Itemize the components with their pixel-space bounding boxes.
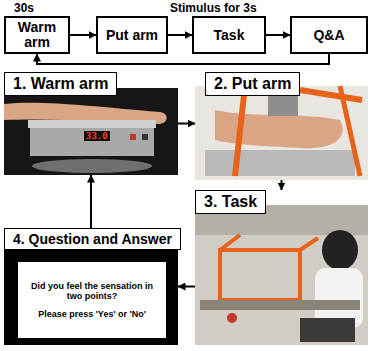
photo-panel: 1. Warm arm [4,72,178,175]
dialog-text: Did you feel the sensation in two points… [26,281,158,301]
process-box: Q&A [290,16,368,54]
time-label: Stimulus for 3s [170,1,257,15]
process-box: Task [192,16,266,54]
process-box: Put arm [96,16,168,54]
panel-heading: 2. Put arm [205,72,300,96]
time-label: 30s [14,1,34,15]
display-reading: 33.0 [84,131,110,141]
box-label: Q&A [313,28,344,43]
panel-heading: 4. Question and Answer [4,228,181,250]
panel-heading: 1. Warm arm [4,72,117,96]
screen-dialog: Did you feel the sensation in two points… [18,262,166,338]
photo-panel: 3. Task [195,190,368,345]
flow-arrow [37,54,329,64]
process-box: Warm arm [4,16,70,54]
dialog-text: Please press 'Yes' or 'No' [26,309,158,319]
flow-arrow [70,34,96,36]
box-label: Put arm [106,28,158,43]
flow-arrow [178,286,195,288]
box-label: Task [214,28,245,43]
flow-arrow [90,175,92,228]
panel-heading: 3. Task [195,190,266,214]
flow-arrow [266,34,290,36]
flow-arrow [281,180,283,190]
flow-arrow [178,123,195,125]
photo-panel: 2. Put arm [195,72,368,180]
flow-arrow [168,34,192,36]
photo-panel: 4. Question and AnswerDid you feel the s… [4,228,178,345]
box-label: Warm arm [10,20,64,49]
